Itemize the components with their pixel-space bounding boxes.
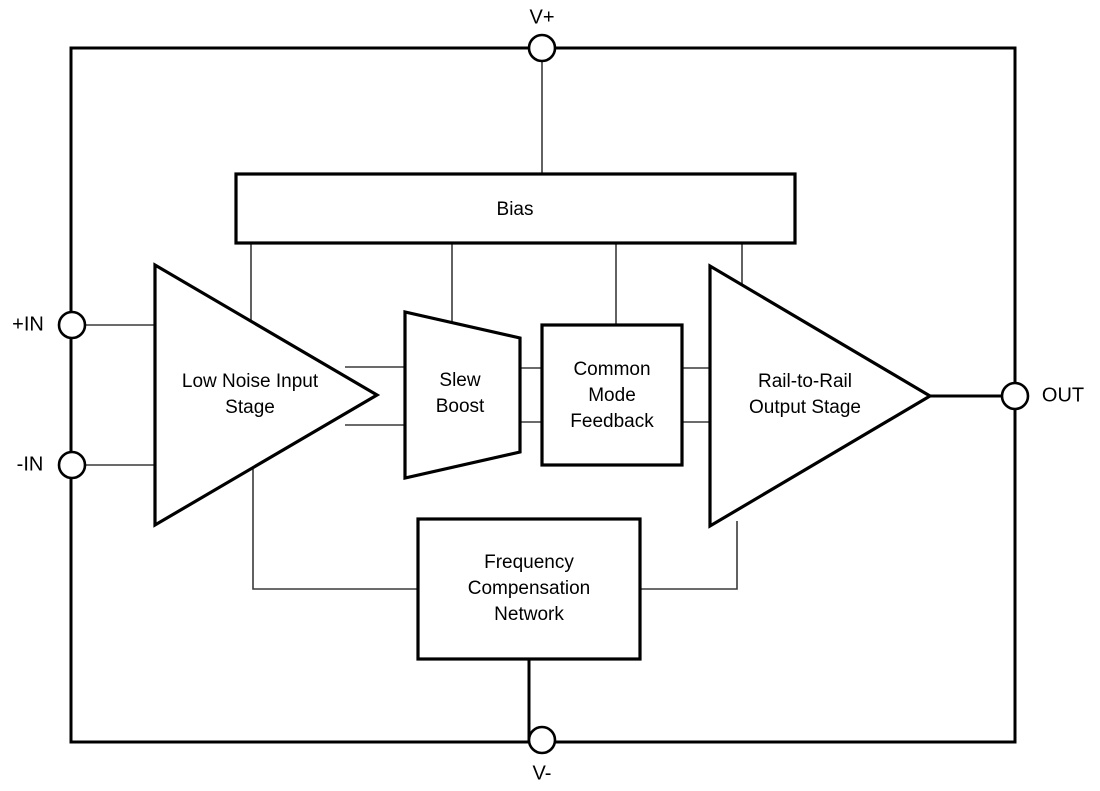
inminus-terminal-node[interactable] [57, 450, 87, 480]
vminus-terminal-label: V- [533, 762, 552, 784]
inplus-terminal-label: +IN [12, 313, 44, 335]
vplus-terminal-node[interactable] [527, 33, 557, 63]
block-common-mode-feedback[interactable]: Common Mode Feedback [540, 323, 684, 467]
wire-input-stage-to-fcn [252, 469, 418, 590]
rail-to-rail-output-stage-outline [708, 263, 934, 529]
frequency-compensation-network-outline [416, 517, 642, 661]
frequency-compensation-network-label-line1: Frequency [484, 552, 574, 573]
block-frequency-compensation-network[interactable]: Frequency Compensation Network [416, 517, 642, 661]
common-mode-feedback-label-line2: Mode [588, 385, 636, 406]
terminal-out[interactable]: OUT [1000, 381, 1084, 411]
block-slew-boost[interactable]: Slew Boost [403, 309, 522, 481]
out-terminal-node[interactable] [1000, 381, 1030, 411]
bias-block-outline [234, 172, 797, 245]
common-mode-feedback-label-line3: Feedback [570, 411, 654, 432]
vminus-terminal-node[interactable] [527, 725, 557, 755]
inminus-terminal-label: -IN [17, 453, 44, 475]
vplus-terminal-label: V+ [529, 6, 554, 28]
low-noise-input-stage-outline [153, 262, 381, 528]
low-noise-input-stage-label-line2: Stage [225, 397, 275, 418]
inplus-terminal-node[interactable] [57, 310, 87, 340]
low-noise-input-stage-label-line1: Low Noise Input [182, 371, 319, 392]
common-mode-feedback-outline [540, 323, 684, 467]
terminal-vplus[interactable]: V+ [527, 6, 557, 63]
rail-to-rail-output-stage-label-line2: Output Stage [749, 397, 861, 418]
slew-boost-label-line1: Slew [439, 370, 480, 391]
common-mode-feedback-label-line1: Common [573, 359, 650, 380]
wire-fcn-to-output-stage [640, 521, 738, 590]
terminal-inplus[interactable]: +IN [12, 310, 87, 340]
bias-block-label: Bias [497, 199, 534, 220]
slew-boost-label-line2: Boost [436, 396, 485, 417]
block-rail-to-rail-output-stage[interactable]: Rail-to-Rail Output Stage [708, 263, 934, 529]
terminal-vminus[interactable]: V- [527, 725, 557, 784]
frequency-compensation-network-label-line3: Network [494, 604, 564, 625]
block-bias[interactable]: Bias [234, 172, 797, 245]
frequency-compensation-network-label-line2: Compensation [468, 578, 591, 599]
rail-to-rail-output-stage-label-line1: Rail-to-Rail [758, 371, 852, 392]
out-terminal-label: OUT [1042, 384, 1084, 406]
terminal-inminus[interactable]: -IN [17, 450, 87, 480]
block-low-noise-input-stage[interactable]: Low Noise Input Stage [153, 262, 381, 528]
slew-boost-outline [403, 309, 522, 481]
